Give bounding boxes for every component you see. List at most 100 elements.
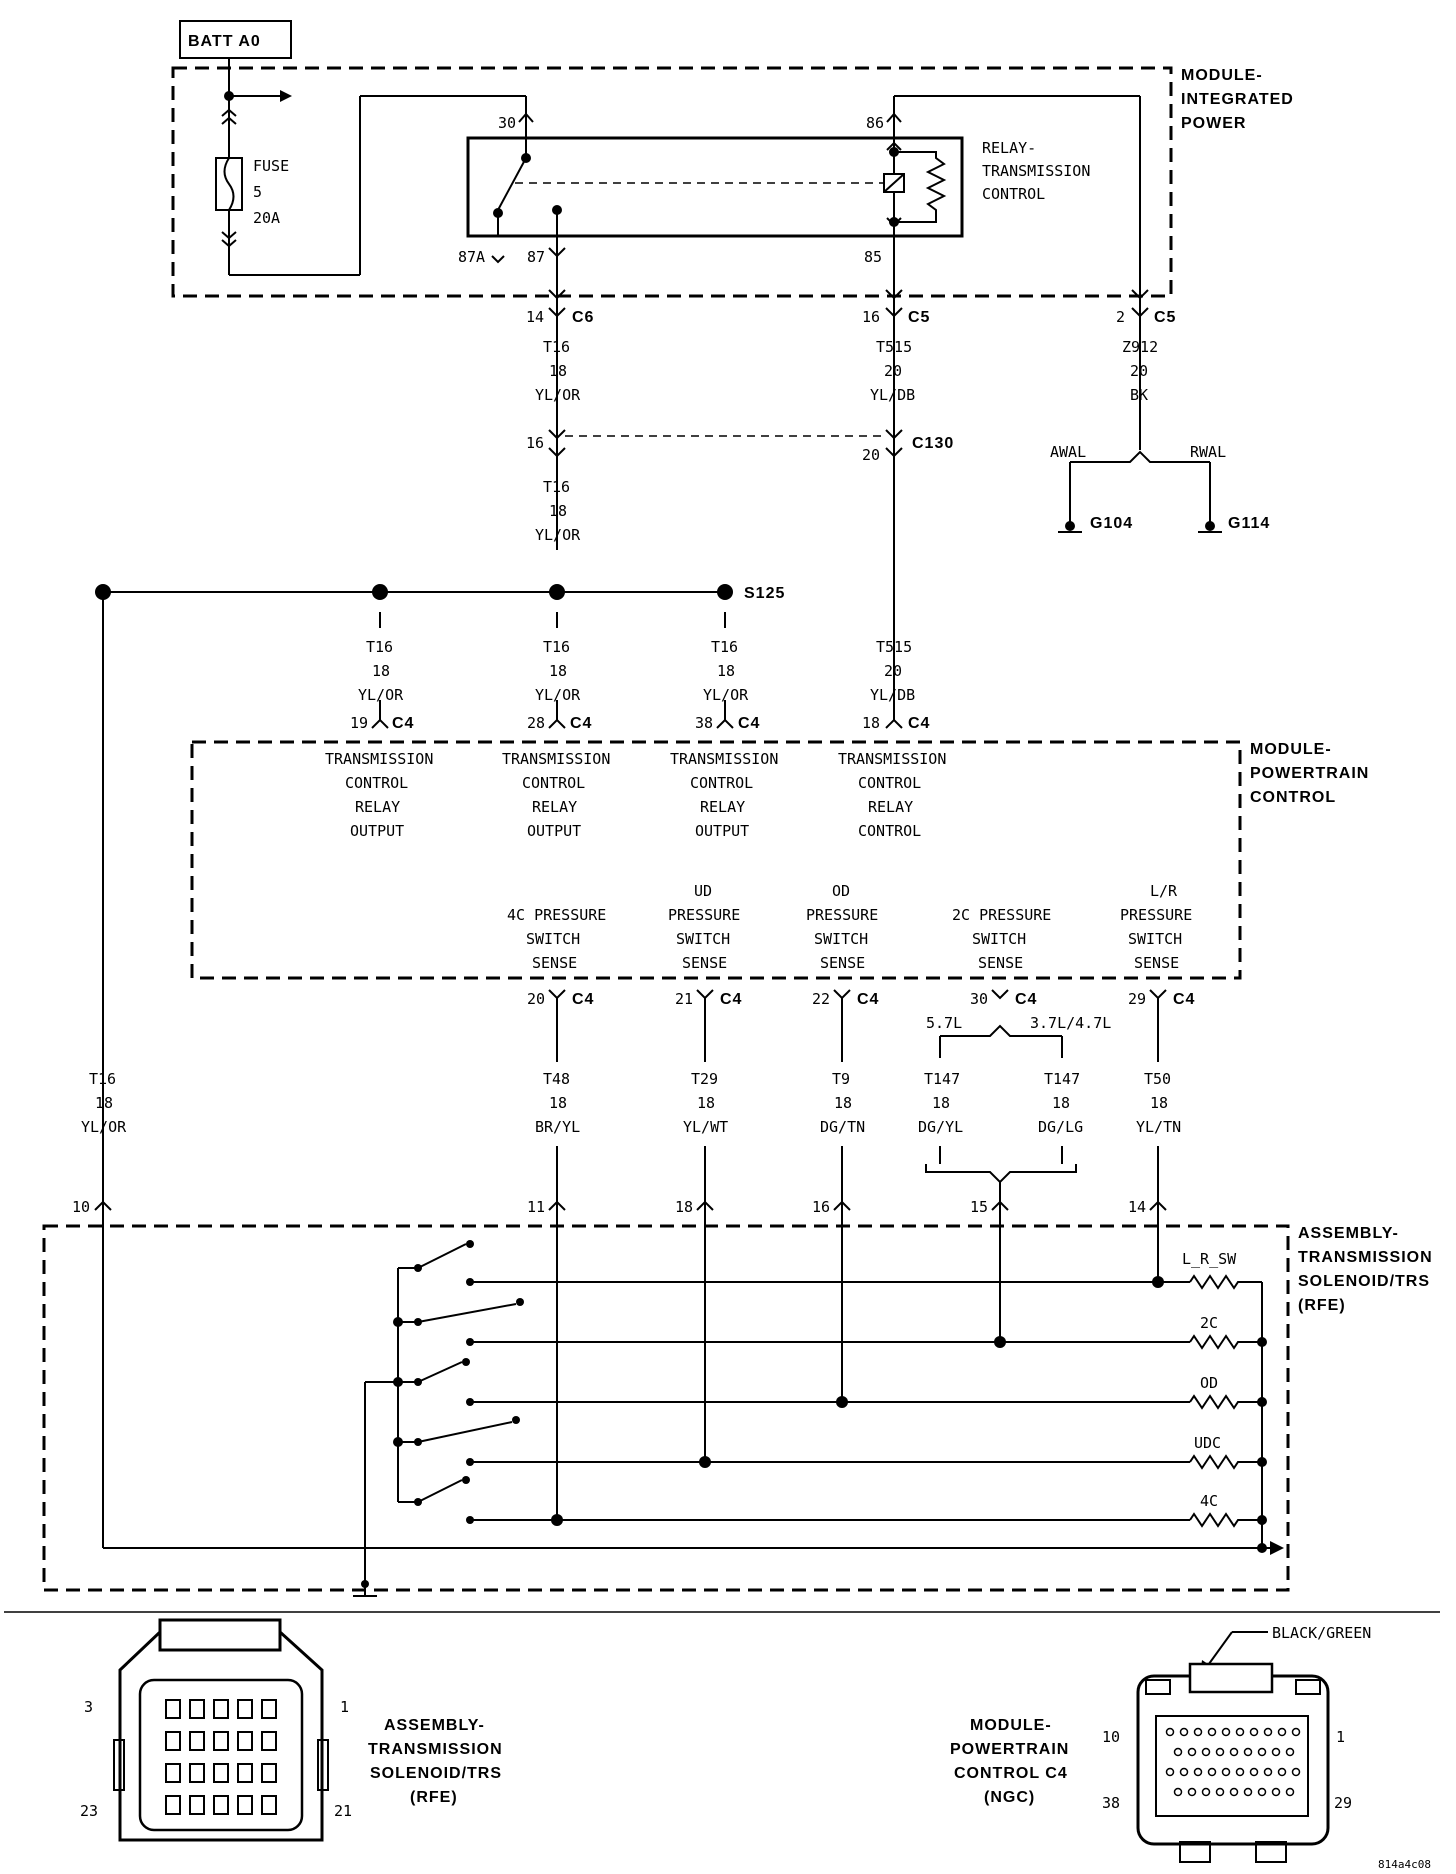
svg-text:CONTROL: CONTROL <box>982 185 1045 203</box>
pcm-pin-cavity <box>1249 1767 1259 1777</box>
pcm-pin-cavity <box>1257 1787 1267 1797</box>
svg-text:30: 30 <box>498 114 516 132</box>
pcm-pin-cavity <box>1215 1747 1225 1757</box>
svg-text:C4: C4 <box>720 991 742 1008</box>
svg-text:86: 86 <box>866 114 884 132</box>
svg-text:2: 2 <box>1116 308 1125 326</box>
svg-text:T16: T16 <box>543 478 570 496</box>
trs-assembly-box <box>42 1224 1290 1592</box>
wire-t50: 29 C4 T50 18 YL/TN 14 <box>1128 989 1194 1282</box>
svg-text:18: 18 <box>1150 1094 1168 1112</box>
svg-text:G104: G104 <box>1090 515 1133 532</box>
svg-text:(NGC): (NGC) <box>984 1789 1035 1806</box>
svg-text:G114: G114 <box>1228 515 1270 532</box>
pcm-pin-cavity <box>1285 1787 1295 1797</box>
pcm-pin-cavity <box>1257 1747 1267 1757</box>
pcm-pin-cavity <box>1193 1767 1203 1777</box>
svg-text:TRANSMISSION: TRANSMISSION <box>670 750 778 768</box>
svg-text:POWER: POWER <box>1181 115 1246 132</box>
svg-text:16: 16 <box>526 434 544 452</box>
svg-text:16: 16 <box>862 308 880 326</box>
wire-t147: 30 C4 5.7L 3.7L/4.7L T147 18 DG/YL T147 … <box>918 989 1111 1342</box>
svg-text:RELAY-: RELAY- <box>982 139 1036 157</box>
splice-s125: S125 <box>95 584 785 1226</box>
module-integrated-power-label: MODULE- INTEGRATED POWER <box>1181 67 1293 132</box>
svg-text:OD: OD <box>832 882 850 900</box>
svg-text:SWITCH: SWITCH <box>972 930 1026 948</box>
svg-text:20A: 20A <box>253 209 280 227</box>
pcm-pin-cavity <box>1263 1767 1273 1777</box>
pcm-pin-cavity <box>1249 1727 1259 1737</box>
svg-text:RELAY: RELAY <box>355 798 400 816</box>
wire-t9: 22 C4 T9 18 DG/TN 16 <box>812 989 879 1402</box>
svg-text:SENSE: SENSE <box>682 954 727 972</box>
pcm-sense-4c: 4C PRESSURE SWITCH SENSE <box>507 906 606 972</box>
pcm-sense-2c: 2C PRESSURE SWITCH SENSE <box>952 906 1051 972</box>
svg-text:PRESSURE: PRESSURE <box>668 906 740 924</box>
svg-text:28: 28 <box>527 714 545 732</box>
svg-text:SENSE: SENSE <box>532 954 577 972</box>
svg-text:YL/OR: YL/OR <box>535 526 581 544</box>
svg-text:18: 18 <box>549 502 567 520</box>
svg-text:C4: C4 <box>738 715 760 732</box>
svg-text:18: 18 <box>549 662 567 680</box>
wire-t48: 20 C4 T48 18 BR/YL 11 <box>527 989 594 1520</box>
pcm-pin-cavity <box>1221 1727 1231 1737</box>
svg-text:S125: S125 <box>744 585 785 602</box>
svg-text:ASSEMBLY-: ASSEMBLY- <box>384 1717 485 1734</box>
svg-text:4C: 4C <box>1200 1492 1218 1510</box>
svg-text:YL/OR: YL/OR <box>535 386 581 404</box>
svg-text:OUTPUT: OUTPUT <box>350 822 404 840</box>
wire-t16-upper: 14 C6 T16 18 YL/OR <box>526 236 593 550</box>
svg-text:22: 22 <box>812 990 830 1008</box>
svg-text:RWAL: RWAL <box>1190 443 1226 461</box>
pcm-input-28: T16 18 YL/OR 28 C4 TRANSMISSION CONTROL … <box>502 638 610 840</box>
svg-text:FUSE: FUSE <box>253 157 289 175</box>
svg-text:SWITCH: SWITCH <box>676 930 730 948</box>
svg-text:85: 85 <box>864 248 882 266</box>
svg-text:14: 14 <box>526 308 544 326</box>
pcm-pin-cavity <box>1277 1767 1287 1777</box>
svg-text:C4: C4 <box>857 991 879 1008</box>
svg-text:C4: C4 <box>572 991 594 1008</box>
svg-text:29: 29 <box>1128 990 1146 1008</box>
svg-text:PRESSURE: PRESSURE <box>806 906 878 924</box>
pcm-pin-cavity <box>1201 1787 1211 1797</box>
batt-terminal: BATT A0 <box>179 20 292 59</box>
svg-text:DG/LG: DG/LG <box>1038 1118 1083 1136</box>
svg-text:T50: T50 <box>1144 1070 1171 1088</box>
pcm-pin-cavity <box>1165 1767 1175 1777</box>
pcm-pin-cavity <box>1243 1747 1253 1757</box>
svg-text:21: 21 <box>334 1802 352 1820</box>
pcm-pin-cavity <box>1207 1727 1217 1737</box>
svg-text:T147: T147 <box>924 1070 960 1088</box>
svg-text:YL/DB: YL/DB <box>870 686 915 704</box>
svg-text:20: 20 <box>884 362 902 380</box>
svg-text:C130: C130 <box>912 435 954 452</box>
svg-text:18: 18 <box>1052 1094 1070 1112</box>
svg-text:(RFE): (RFE) <box>410 1789 458 1806</box>
pcm-pin-cavity <box>1173 1747 1183 1757</box>
wire-t16-left: T16 18 YL/OR 10 <box>72 1070 1284 1555</box>
svg-text:POWERTRAIN: POWERTRAIN <box>1250 765 1369 782</box>
svg-text:20: 20 <box>527 990 545 1008</box>
svg-text:3: 3 <box>84 1698 93 1716</box>
svg-text:OD: OD <box>1200 1374 1218 1392</box>
pcm-pin-cavity <box>1187 1787 1197 1797</box>
svg-text:18: 18 <box>932 1094 950 1112</box>
svg-text:CONTROL: CONTROL <box>522 774 585 792</box>
svg-text:MODULE-: MODULE- <box>970 1717 1052 1734</box>
svg-text:18: 18 <box>717 662 735 680</box>
resistor-network: L_R_SW 2C OD UDC 4C <box>1182 1250 1267 1553</box>
svg-text:T16: T16 <box>543 638 570 656</box>
svg-text:C5: C5 <box>1154 309 1176 326</box>
svg-text:YL/WT: YL/WT <box>683 1118 728 1136</box>
svg-text:18: 18 <box>549 362 567 380</box>
svg-text:4C PRESSURE: 4C PRESSURE <box>507 906 606 924</box>
svg-text:ASSEMBLY-: ASSEMBLY- <box>1298 1225 1399 1242</box>
svg-text:POWERTRAIN: POWERTRAIN <box>950 1741 1069 1758</box>
svg-text:L/R: L/R <box>1150 882 1178 900</box>
svg-text:UDC: UDC <box>1194 1434 1221 1452</box>
svg-text:TRANSMISSION: TRANSMISSION <box>838 750 946 768</box>
trs-assembly-label: ASSEMBLY- TRANSMISSION SOLENOID/TRS (RFE… <box>1298 1225 1432 1314</box>
